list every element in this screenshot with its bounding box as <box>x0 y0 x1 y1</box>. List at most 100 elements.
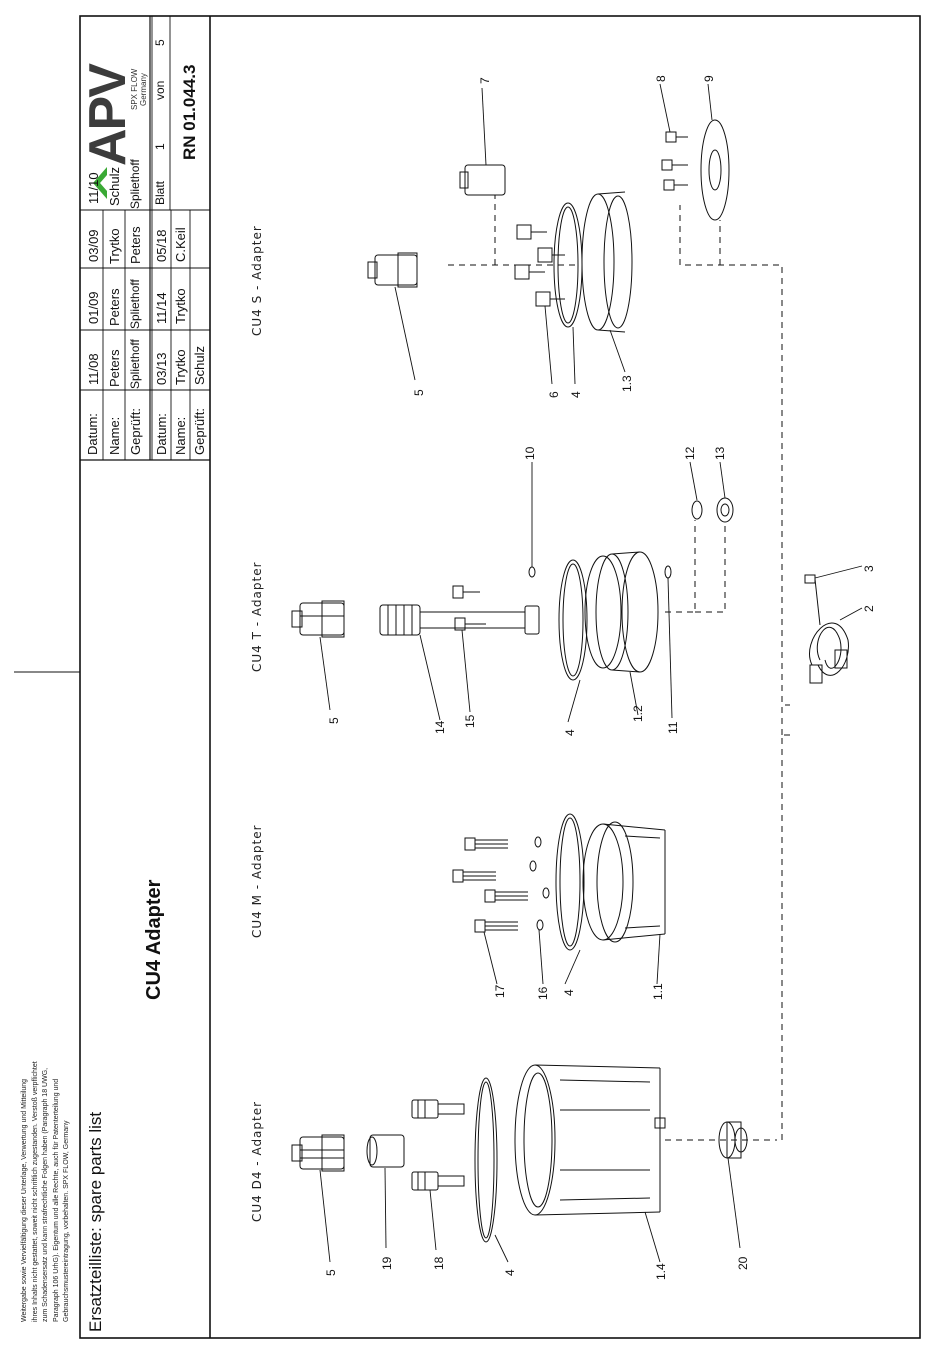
rev-datum: 01/09 <box>86 291 101 324</box>
callout-4: 4 <box>503 1269 517 1276</box>
callout-9: 9 <box>702 75 716 82</box>
group-label-t: CU4 T - Adapter <box>250 561 264 672</box>
callout-15: 15 <box>463 714 477 728</box>
part-17-screws <box>452 837 528 933</box>
part-4-oring-d4 <box>474 1077 498 1243</box>
rev-name: Schulz <box>107 166 122 206</box>
rev-datum: 05/18 <box>154 229 169 262</box>
group-label-m: CU4 M - Adapter <box>250 824 264 938</box>
part-5-s <box>367 252 418 288</box>
rev-name: C.Keil <box>173 227 188 262</box>
part-9-flange <box>700 119 730 221</box>
part-15-pins <box>452 585 486 631</box>
callout-3: 3 <box>862 565 876 572</box>
part-16-washers <box>529 836 550 931</box>
part-8-screws <box>661 131 688 191</box>
rev-geprueft: Peters <box>128 226 143 264</box>
rev-datum: 11/14 <box>154 292 169 324</box>
document-type: Ersatzteilliste: spare parts list <box>86 1111 105 1332</box>
assembly-lines <box>445 195 790 1141</box>
part-5-d4 <box>291 1134 345 1172</box>
callout-13: 13 <box>713 446 727 460</box>
callout-20: 20 <box>736 1256 750 1270</box>
callout-12: 12 <box>683 446 697 460</box>
part-11-clip <box>664 565 672 579</box>
part-1-2-housing <box>584 551 659 673</box>
part-14-shaft <box>379 604 540 636</box>
part-19 <box>366 1134 405 1168</box>
rev-name: Peters <box>107 288 122 326</box>
rev-datum: 03/09 <box>86 229 101 262</box>
callout-10: 10 <box>523 446 537 460</box>
rev-datum: 11/10 <box>86 172 101 204</box>
group-label-s: CU4 S - Adapter <box>250 225 264 336</box>
rev-geprueft: Spliethoff <box>128 279 142 329</box>
callout-8: 8 <box>654 75 668 82</box>
group-label-d4: CU4 D4 - Adapter <box>250 1100 264 1222</box>
callout-4: 4 <box>569 391 583 398</box>
part-1-4-housing <box>514 1064 666 1216</box>
group-t-parts <box>291 497 849 684</box>
rev-name: Trytko <box>173 288 188 324</box>
sheet-box <box>79 16 171 210</box>
sheet-von-label: von <box>153 80 167 100</box>
label-geprueft: Geprüft: <box>128 408 143 455</box>
callout-11: 11 <box>666 721 680 734</box>
callout-7: 7 <box>478 77 492 84</box>
leader-lines <box>319 83 863 1263</box>
rev-geprueft: Spliethoff <box>128 159 142 209</box>
callout-1-2: 1.2 <box>631 705 645 722</box>
sheet-total: 5 <box>153 39 167 46</box>
part-12-ring <box>691 500 703 520</box>
callout-1-3: 1.3 <box>620 375 634 392</box>
rev-geprueft: Spliethoff <box>128 339 142 389</box>
sheet-page: 1 <box>153 143 167 150</box>
callout-5: 5 <box>324 1269 338 1276</box>
part-7-sleeve <box>459 164 506 196</box>
part-1-3-housing <box>581 191 633 333</box>
callout-19: 19 <box>380 1256 394 1270</box>
logo-chevron-mark <box>93 167 107 199</box>
group-m-parts <box>452 813 666 951</box>
rev-name: Peters <box>107 349 122 387</box>
callout-2: 2 <box>862 605 876 612</box>
document-number: RN 01.044.3 <box>180 64 199 160</box>
revision-grid-upper <box>80 209 150 460</box>
part-18-screws <box>411 1099 465 1191</box>
part-13-bush <box>716 497 734 523</box>
part-2-cable <box>809 622 849 684</box>
label-name: Name: <box>107 416 122 455</box>
apv-logo: APV SPX FLOW Germany <box>79 63 148 199</box>
callout-6: 6 <box>547 391 561 398</box>
rev-geprueft: Schulz <box>192 345 207 385</box>
label-datum: Datum: <box>154 413 169 455</box>
revision-grid-lower <box>150 16 210 460</box>
callout-16: 16 <box>536 986 550 1000</box>
callout-5: 5 <box>327 717 341 724</box>
sheet-label: Blatt <box>153 180 167 205</box>
part-3-cable <box>804 574 821 626</box>
callout-1-4: 1.4 <box>654 1263 668 1280</box>
callout-5: 5 <box>412 389 426 396</box>
label-geprueft: Geprüft: <box>192 408 207 455</box>
part-10-ring <box>528 566 536 578</box>
logo-country: Germany <box>139 73 148 106</box>
part-4-oring-t <box>558 559 588 681</box>
group-d4-parts <box>291 1064 748 1243</box>
rev-datum: 03/13 <box>154 352 169 385</box>
part-5-t <box>291 600 345 638</box>
callout-4: 4 <box>563 729 577 736</box>
part-1-1-housing <box>582 821 666 943</box>
rev-name: Trytko <box>173 349 188 385</box>
logo-company: SPX FLOW <box>130 68 139 110</box>
drawing-frame <box>79 15 921 1339</box>
group-s-parts <box>367 119 730 333</box>
logo-brand: APV <box>79 63 137 166</box>
rev-name: Trytko <box>107 228 122 264</box>
part-6-screws <box>514 224 565 307</box>
part-4-oring-m <box>555 813 585 951</box>
label-datum: Datum: <box>85 413 100 455</box>
callout-4: 4 <box>562 989 576 996</box>
